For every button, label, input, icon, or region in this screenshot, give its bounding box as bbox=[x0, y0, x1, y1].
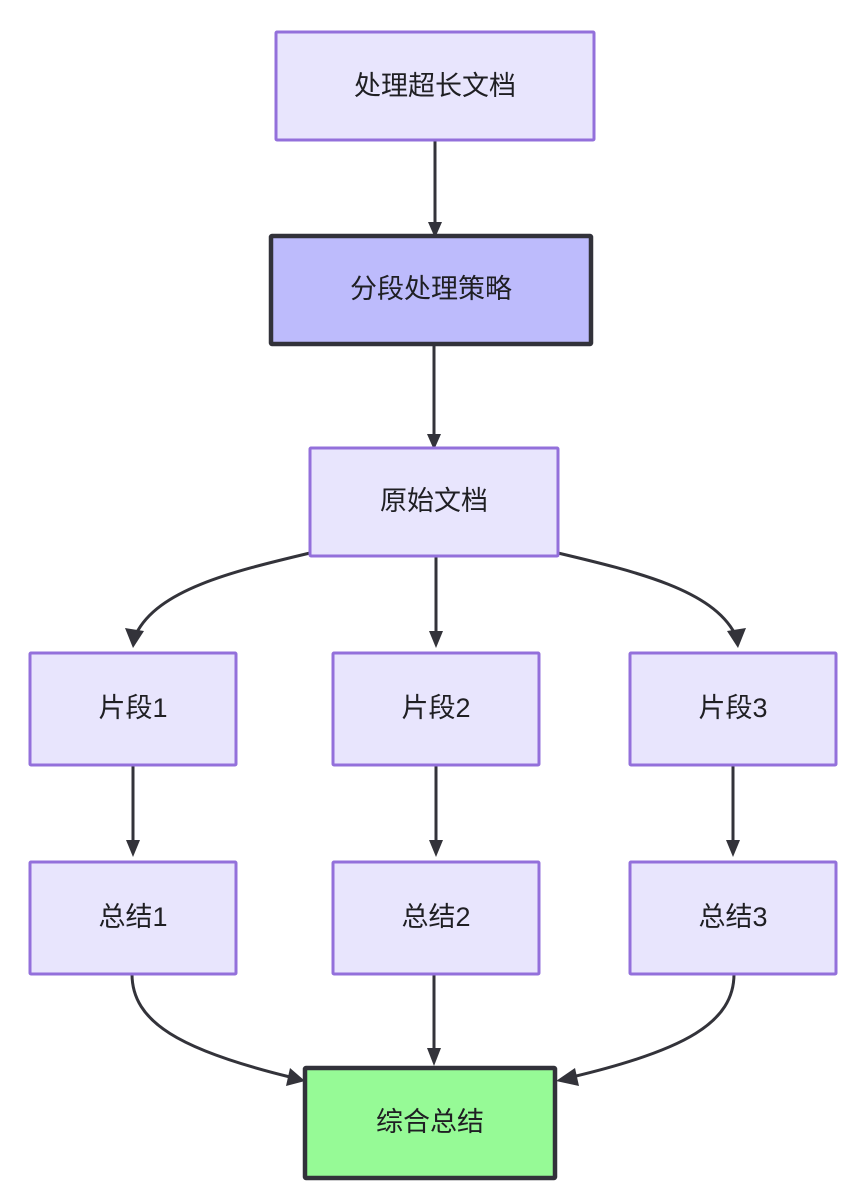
node-label: 片段1 bbox=[98, 693, 167, 723]
edge-source-to-fragment-3 bbox=[557, 551, 746, 648]
node-summary-3[interactable]: 总结3 bbox=[628, 860, 838, 976]
edge-fragment-1-to-summary-1 bbox=[126, 765, 140, 857]
node-source-document[interactable]: 原始文档 bbox=[308, 446, 560, 558]
node-label: 处理超长文档 bbox=[354, 71, 516, 101]
node-label: 片段3 bbox=[698, 693, 767, 723]
node-label: 总结2 bbox=[401, 902, 470, 932]
node-label: 片段2 bbox=[401, 693, 470, 723]
node-process-long-document[interactable]: 处理超长文档 bbox=[274, 30, 596, 142]
arrow-head-icon bbox=[126, 840, 140, 857]
edge-strategy-to-source bbox=[427, 344, 441, 450]
node-label: 原始文档 bbox=[380, 486, 488, 516]
node-chunking-strategy[interactable]: 分段处理策略 bbox=[268, 233, 594, 347]
edge-source-to-fragment-2 bbox=[429, 556, 443, 648]
edge-summary-2-to-final bbox=[427, 974, 441, 1066]
edge-summary-3-to-final bbox=[556, 973, 736, 1086]
node-fragment-3[interactable]: 片段3 bbox=[628, 651, 838, 767]
arrow-head-icon bbox=[125, 628, 144, 648]
node-label: 综合总结 bbox=[376, 1107, 484, 1137]
node-label: 总结1 bbox=[98, 902, 167, 932]
edge-summary-1-to-final bbox=[130, 973, 305, 1086]
edge-process-to-strategy bbox=[428, 140, 442, 238]
node-summary-2[interactable]: 总结2 bbox=[331, 860, 541, 976]
arrow-head-icon bbox=[429, 631, 443, 648]
arrow-head-icon bbox=[429, 840, 443, 857]
edge-layer bbox=[125, 140, 746, 1086]
arrow-head-icon bbox=[727, 628, 746, 648]
arrow-head-icon bbox=[428, 222, 442, 238]
edge-fragment-2-to-summary-2 bbox=[429, 765, 443, 857]
node-label: 分段处理策略 bbox=[350, 274, 512, 304]
edge-fragment-3-to-summary-3 bbox=[726, 765, 740, 857]
arrow-head-icon bbox=[427, 1048, 441, 1066]
node-summary-1[interactable]: 总结1 bbox=[28, 860, 238, 976]
arrow-head-icon bbox=[427, 434, 441, 450]
node-label: 总结3 bbox=[698, 902, 767, 932]
arrow-head-icon bbox=[286, 1068, 305, 1086]
arrow-head-icon bbox=[726, 840, 740, 857]
edge-source-to-fragment-1 bbox=[125, 551, 311, 648]
arrow-head-icon bbox=[556, 1068, 579, 1086]
node-fragment-2[interactable]: 片段2 bbox=[331, 651, 541, 767]
node-final-summary[interactable]: 综合总结 bbox=[302, 1065, 558, 1181]
node-layer: 处理超长文档 分段处理策略 原始文档 片段1 片段2 片段3 bbox=[28, 30, 838, 1181]
node-fragment-1[interactable]: 片段1 bbox=[28, 651, 238, 767]
